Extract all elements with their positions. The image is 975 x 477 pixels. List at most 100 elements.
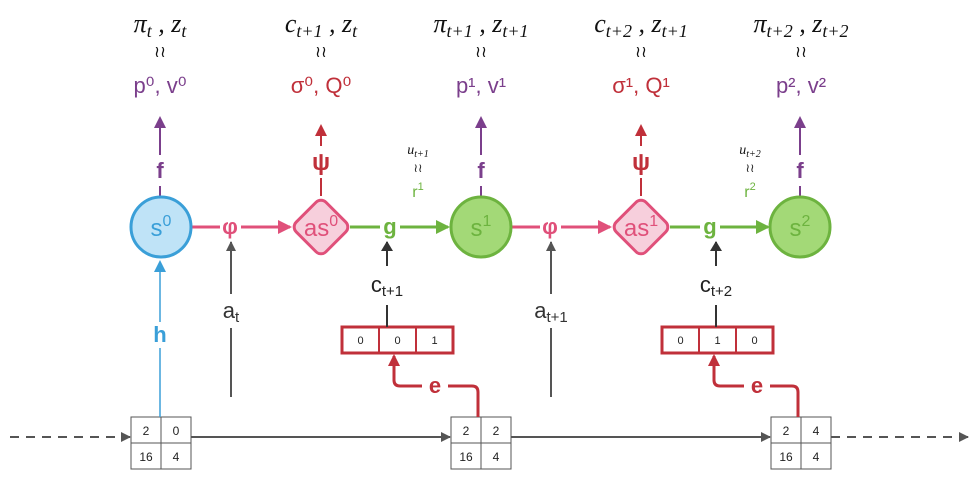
chance-onehot-1: 0 1 0 [660, 325, 775, 355]
latent-label: p⁰, v⁰ [133, 73, 186, 98]
reward-label-1: ut+2 ≀≀ r2 [739, 143, 761, 201]
svg-text:s0: s0 [151, 213, 172, 242]
math-main: π [434, 9, 448, 38]
e-edge-0 [394, 356, 480, 417]
latent-label: σ⁰, Q⁰ [291, 73, 352, 98]
grid-cell: 2 [143, 424, 150, 438]
grid-cell: 4 [813, 450, 820, 464]
node-sup: 2 [802, 213, 811, 230]
r-sup: 2 [750, 181, 756, 193]
math-main2: z [650, 9, 661, 38]
state-node-s1: s1 [449, 195, 513, 259]
top-label-0: πt , zt ≀≀ p⁰, v⁰ [133, 9, 187, 98]
math-sub2: t [181, 21, 187, 41]
action-base: a [223, 298, 236, 323]
svg-text:as1: as1 [624, 213, 658, 242]
r-base: r [744, 184, 750, 201]
grid-cell: 2 [493, 424, 500, 438]
math-sub2: t [352, 21, 358, 41]
math-main2: z [811, 9, 822, 38]
e-function-label-0: e [429, 373, 441, 398]
state-grid-2: 2 4 16 4 [770, 416, 832, 470]
grid-cell: 16 [779, 450, 793, 464]
latent-label: σ¹, Q¹ [612, 73, 670, 98]
psi-function-label: ψ [312, 149, 330, 176]
math-sub: t+2 [606, 21, 632, 41]
node-sup: 1 [649, 213, 658, 230]
top-label-4: πt+2 , zt+2 ≀≀ p², v² [754, 9, 849, 98]
grid-cell: 16 [139, 450, 153, 464]
svg-text:πt+2 , zt+2: πt+2 , zt+2 [754, 9, 849, 41]
math-sep: , [473, 9, 493, 38]
onehot-cell: 1 [431, 335, 437, 347]
g-function-label-1: g [703, 214, 716, 239]
state-node-s2: s2 [768, 195, 832, 259]
svg-text:ct+2 , zt+1: ct+2 , zt+1 [594, 9, 687, 41]
node-sup: 1 [483, 213, 492, 230]
reward-label-0: ut+1 ≀≀ r1 [407, 143, 429, 201]
chance-label-0: ct+1 [371, 272, 403, 300]
phi-function-label-1: φ [542, 214, 558, 239]
svg-text:r2: r2 [744, 181, 755, 201]
grid-cell: 2 [463, 424, 470, 438]
node-base: as [304, 215, 329, 242]
approx-symbol: ≀≀ [315, 44, 327, 61]
chance-base: c [371, 272, 382, 297]
psi-function-label: ψ [632, 149, 650, 176]
math-sep: , [793, 9, 813, 38]
grid-cell: 4 [813, 424, 820, 438]
node-base: s [151, 215, 163, 242]
e-edge-1 [714, 356, 800, 417]
onehot-cell: 0 [677, 335, 683, 347]
math-sep: , [152, 9, 172, 38]
math-main2: z [341, 9, 352, 38]
math-sep: , [323, 9, 343, 38]
action-label-t: at [223, 298, 240, 326]
afterstate-node-as0: as0 [292, 198, 350, 256]
math-main: π [134, 9, 148, 38]
math-main2: z [170, 9, 181, 38]
node-base: as [624, 215, 649, 242]
top-label-3: ct+2 , zt+1 ≀≀ σ¹, Q¹ [594, 9, 687, 98]
f-function-label: f [796, 158, 804, 183]
action-label-t1: at+1 [534, 298, 568, 326]
chance-sub: t+1 [382, 283, 403, 300]
state-node-s0: s0 [129, 195, 193, 259]
node-base: s [790, 215, 802, 242]
math-main: c [285, 9, 297, 38]
chance-sub: t+2 [711, 283, 732, 300]
math-sub: t+2 [767, 21, 793, 41]
math-sep: , [632, 9, 652, 38]
svg-text:r1: r1 [412, 181, 423, 201]
psi-edge-1: ψ [632, 124, 650, 196]
chance-label-1: ct+2 [700, 272, 732, 300]
action-sub: t [235, 309, 240, 326]
approx-symbol: ≀≀ [154, 44, 166, 61]
math-sub2: t+1 [662, 21, 688, 41]
top-label-2: πt+1 , zt+1 ≀≀ p¹, v¹ [434, 9, 529, 98]
node-base: s [471, 215, 483, 242]
r-sup: 1 [418, 181, 424, 193]
afterstate-node-as1: as1 [612, 198, 670, 256]
math-main: c [594, 9, 606, 38]
onehot-cell: 0 [357, 335, 363, 347]
psi-edge-0: ψ [312, 124, 330, 196]
math-main: π [754, 9, 768, 38]
approx-symbol: ≀≀ [795, 44, 807, 61]
svg-text:s2: s2 [790, 213, 811, 242]
grid-cell: 0 [173, 424, 180, 438]
math-sub: t+1 [447, 21, 473, 41]
f-function-label: f [477, 158, 485, 183]
action-base: a [534, 298, 547, 323]
state-grid-0: 2 0 16 4 [130, 416, 192, 470]
r-base: r [412, 184, 418, 201]
approx-symbol: ≀≀ [414, 161, 423, 175]
svg-text:ct+1 , zt: ct+1 , zt [285, 9, 358, 41]
math-sub2: t+2 [822, 21, 848, 41]
math-sub: t+1 [296, 21, 322, 41]
f-edge-1: f [475, 116, 487, 196]
u-sub: t+1 [414, 149, 429, 160]
svg-text:πt , zt: πt , zt [134, 9, 188, 41]
state-grid-1: 2 2 16 4 [450, 416, 512, 470]
